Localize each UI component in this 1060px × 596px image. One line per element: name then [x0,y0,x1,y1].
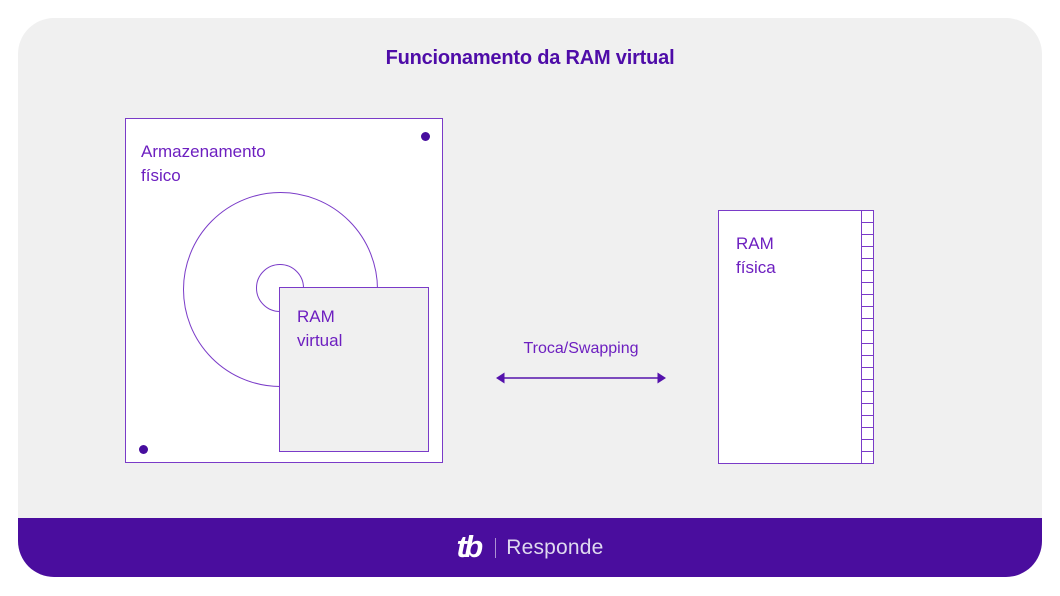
ram-pin-cell [862,368,873,380]
ram-pin-cell [862,319,873,332]
physical-ram-box: RAM física [718,210,862,464]
physical-ram-label: RAM física [736,234,776,277]
footer-divider [494,537,497,558]
virtual-ram-box: RAM virtual [279,287,429,452]
ram-pin-cell [862,380,873,392]
physical-storage-label: Armazenamento físico [141,142,266,185]
screw-dot-bottom-left [138,444,148,454]
ram-pin-cell [862,307,873,320]
ram-pin-cell [862,271,873,284]
page-title: Funcionamento da RAM virtual [385,47,675,69]
ram-pin-cell [862,283,873,296]
ram-pin-cell [862,295,873,308]
ram-pin-cell [862,392,873,404]
ram-pin-cell [862,428,873,440]
ram-pin-cell [862,440,873,452]
ram-pin-cell [862,331,873,344]
virtual-ram-label: RAM virtual [297,307,343,350]
footer-bar: tb Responde [18,518,1042,577]
double-arrow-icon [496,372,666,384]
ram-pin-cell [862,356,873,368]
screw-dot-top-right [420,131,430,141]
tecnoblog-logo: tb [456,528,483,564]
ram-pin-cell [862,344,873,356]
ram-pin-cell [862,211,873,224]
ram-pin-cell [862,452,873,463]
ram-pin-cell [862,416,873,428]
ram-pin-cell [862,223,873,236]
footer-brand-text: Responde [506,535,604,559]
infographic-card: Funcionamento da RAM virtual Armazenamen… [18,18,1042,577]
swap-label: Troca/Swapping [523,340,639,357]
swap-group: Troca/Swapping [495,340,667,386]
ram-pin-strip [861,210,874,464]
ram-pin-cell [862,404,873,416]
ram-pin-cell [862,235,873,248]
ram-pin-cell [862,259,873,272]
ram-pin-cell [862,247,873,260]
